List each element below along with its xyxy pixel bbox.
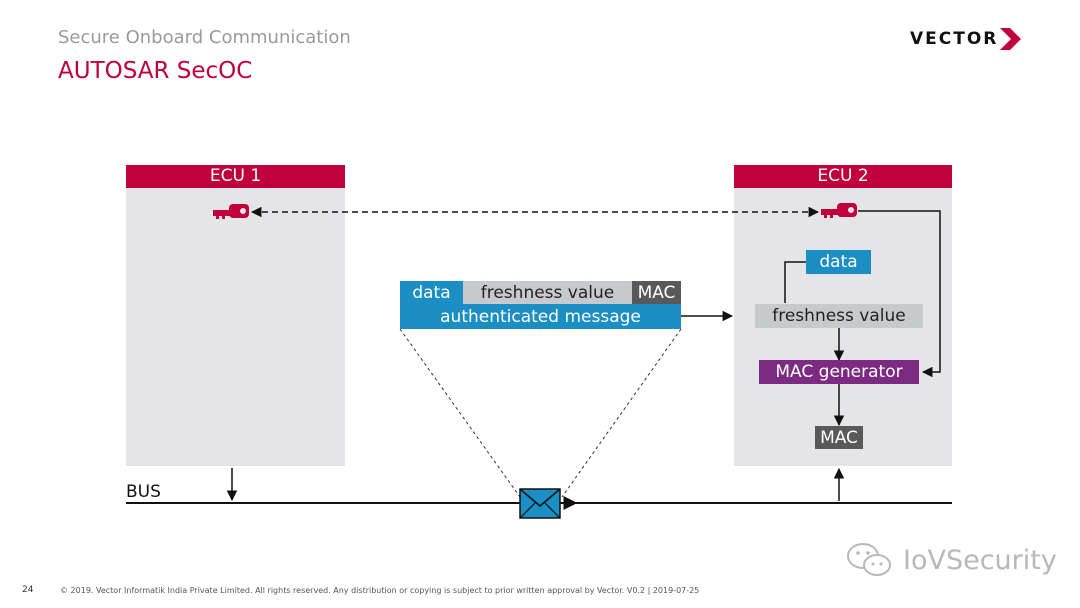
- envelope-icon: [519, 488, 561, 519]
- slide-title: AUTOSAR SecOC: [58, 58, 253, 84]
- message-mac-field: MAC: [632, 281, 681, 304]
- zoom-line-left: [399, 328, 521, 498]
- key-to-macgen-arrow: [858, 210, 941, 378]
- ecu2-header: ECU 2: [734, 165, 952, 188]
- slide-subtitle: Secure Onboard Communication: [58, 27, 351, 48]
- ecu2-data-box: data: [806, 250, 871, 274]
- logo-text: VECTOR: [910, 29, 999, 49]
- data-to-freshness-line: [784, 261, 806, 303]
- copyright-text: © 2019. Vector Informatik India Private …: [60, 586, 700, 595]
- watermark-text: IoVSecurity: [903, 544, 1057, 576]
- message-data-field: data: [400, 281, 463, 304]
- vector-logo: VECTOR: [910, 26, 1022, 52]
- page-number: 24: [22, 585, 34, 595]
- watermark: IoVSecurity: [845, 540, 1057, 580]
- bus-label: BUS: [126, 482, 161, 502]
- wechat-icon: [847, 543, 891, 576]
- ecu2-freshness-box: freshness value: [755, 304, 923, 328]
- key-icon-ecu1: [213, 204, 249, 219]
- key-icon-ecu2: [821, 203, 857, 218]
- zoom-line-right: [561, 328, 682, 498]
- ecu1-header: ECU 1: [126, 165, 345, 188]
- chevron-logo-icon: [1000, 28, 1022, 50]
- message-freshness-field: freshness value: [463, 281, 632, 304]
- mac-generator-box: MAC generator: [759, 360, 919, 384]
- authenticated-message-bar: authenticated message: [400, 304, 681, 329]
- ecu2-mac-box: MAC: [815, 426, 863, 449]
